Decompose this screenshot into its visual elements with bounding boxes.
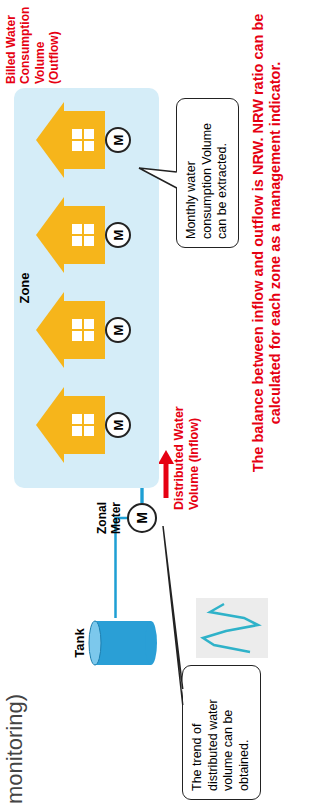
meter-letter: M <box>111 325 126 336</box>
inflow-label: Distributed Water Volume (Inflow) <box>172 398 202 510</box>
customer-meter: M <box>105 127 131 153</box>
inflow-arrowhead <box>158 450 174 464</box>
note-text: The balance between inflow and outflow i… <box>250 8 285 478</box>
callout-tail-outline <box>163 526 183 705</box>
customer-meter: M <box>105 317 131 343</box>
meter-letter: M <box>111 135 126 146</box>
customer-meter: M <box>105 412 131 438</box>
callout-tail <box>163 526 184 705</box>
inflow-arrow <box>164 462 169 498</box>
zone-label: Zone <box>17 88 32 488</box>
meter-symbol: M <box>127 503 157 533</box>
meter-letter: M <box>111 420 126 431</box>
house <box>36 387 105 463</box>
callout-tail-outline <box>139 168 177 188</box>
customer-meter: M <box>105 222 131 248</box>
house <box>36 102 105 178</box>
callout-text: The trend of distributed water volume ca… <box>190 674 253 791</box>
tank-label: Tank <box>72 618 87 668</box>
water-tank: Tank <box>72 618 159 668</box>
chart-panel <box>196 598 268 658</box>
outflow-label: Billed Water Consumption Volume (Outflow… <box>4 2 62 84</box>
callout-box: Monthly water consumption Volume can be … <box>176 98 239 248</box>
meter-letter: M <box>134 512 150 524</box>
tank-symbol <box>87 618 159 668</box>
house <box>36 197 105 273</box>
callout-text: Monthly water consumption Volume can be … <box>184 107 231 239</box>
zonal-meter: Zonal Meter M <box>96 486 157 550</box>
houses <box>14 88 159 488</box>
house <box>36 292 105 368</box>
heading-fragment: monitoring) <box>2 564 28 804</box>
trend-sparkline <box>203 604 258 652</box>
meter-label: Zonal Meter <box>96 486 124 550</box>
zone-band: ZoneMMMM <box>14 88 159 488</box>
callout-box: The trend of distributed water volume ca… <box>182 665 261 800</box>
callout-tail <box>139 168 178 188</box>
meter-letter: M <box>111 230 126 241</box>
